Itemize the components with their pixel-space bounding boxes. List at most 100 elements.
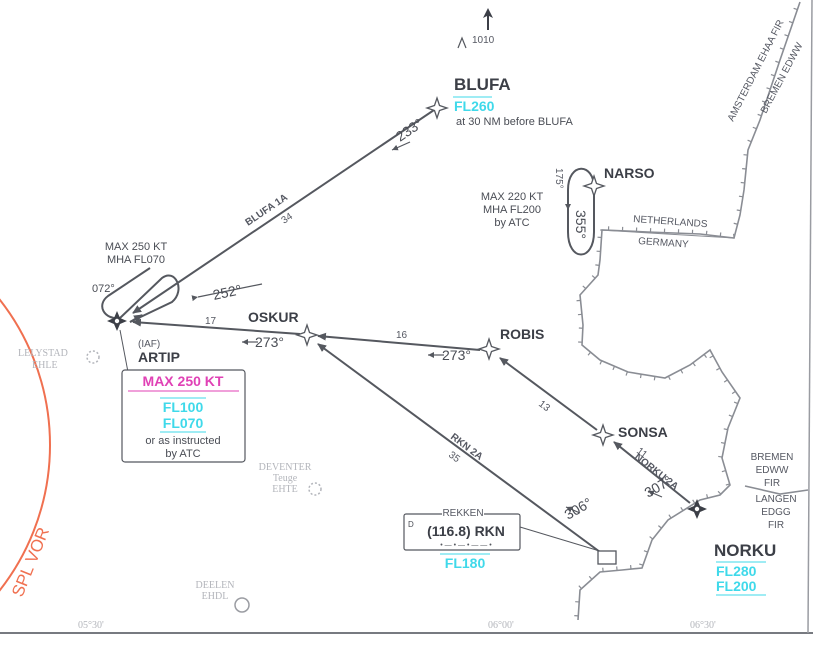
narso-holding: MAX 220 KT MHA FL200 by ATC 175° 355° — [481, 167, 595, 256]
route-oskur-course: 273° — [255, 334, 284, 350]
rekken-morse: • — • — • — — • — [440, 542, 492, 549]
norku-fix-icon — [687, 499, 707, 519]
fir-boundary-tick — [761, 100, 767, 103]
artip-holding: MAX 250 KT MHA FL070 072° 252° — [92, 241, 263, 323]
artip-leader-line — [119, 329, 129, 373]
airfield-lelystad: LELYSTAD EHLE — [18, 348, 100, 371]
blufa-note: at 30 NM before BLUFA — [456, 116, 573, 128]
blufa-fix-icon — [424, 95, 450, 121]
fir-boundary-tick — [731, 390, 736, 395]
route-oskur-artip — [132, 318, 301, 335]
norku-flight-level-min: FL200 — [716, 578, 757, 594]
robis-fix-icon — [476, 336, 502, 362]
fir-boundary-tick — [779, 47, 784, 50]
fir-boundary-tick — [706, 494, 709, 499]
artip-name: ARTIP — [138, 349, 180, 365]
deelen-name: DEELEN — [196, 580, 235, 591]
fir-langen-label-3: FIR — [768, 520, 784, 531]
artip-hold-outbound-course: 072° — [92, 283, 115, 295]
oskur-fix-icon — [294, 322, 320, 348]
artip-hold-max-speed: MAX 250 KT — [105, 241, 168, 253]
route-sonsa-robis — [499, 357, 598, 431]
fir-boundary-tick — [736, 209, 741, 212]
lelystad-airfield-icon — [86, 350, 100, 364]
fir-boundary-tick — [720, 441, 726, 444]
fir-langen-label-2: EDGG — [761, 507, 791, 518]
chart-right-border — [807, 0, 813, 634]
deelen-icao: EHDL — [202, 591, 229, 602]
narso-mha: MHA FL200 — [483, 204, 541, 216]
north-arrow-icon — [483, 8, 493, 30]
airfield-deventer: DEVENTER Teuge EHTE — [259, 462, 322, 496]
artip-hold-arrow — [129, 314, 143, 323]
rekken-frequency: (116.8) RKN — [427, 523, 505, 539]
blufa-flight-level: FL260 — [454, 98, 495, 114]
artip-flight-level-max: FL100 — [163, 399, 204, 415]
route-norku-2a — [613, 441, 691, 504]
rekken-navaid-group: REKKEN D (116.8) RKN • — • — • — — • FL1… — [403, 508, 521, 571]
artip-speed-limit: MAX 250 KT — [143, 373, 224, 389]
fir-boundary-tick — [718, 455, 723, 458]
germany-label: GERMANY — [638, 236, 690, 251]
narso-name: NARSO — [604, 165, 655, 181]
fir-boundary-tick — [692, 362, 696, 367]
fir-boundary-tick — [738, 195, 744, 198]
fir-boundary-tick — [680, 369, 684, 374]
fir-boundary-tick — [709, 355, 714, 359]
fir-boundary-tick — [723, 379, 728, 383]
deventer-field: Teuge — [273, 473, 298, 484]
norku-course-arrow — [647, 490, 663, 498]
fir-boundary-tick — [639, 563, 644, 566]
artip-note-2: by ATC — [165, 448, 200, 460]
obstacle-icon — [457, 36, 467, 49]
fir-boundary-tick — [716, 367, 721, 371]
fir-boundary-tick — [649, 536, 654, 540]
fir-boundary-tick — [793, 7, 798, 11]
fir-boundary-tick — [723, 428, 728, 431]
fir-boundary-tick — [775, 60, 780, 64]
norku-label-group: NORKU FL280 FL200 — [714, 541, 776, 596]
airfield-deelen: DEELEN EHDL — [196, 580, 250, 613]
rekken-title: REKKEN — [442, 508, 483, 519]
deventer-icao: EHTE — [272, 484, 298, 495]
route-rkn-2a — [317, 343, 601, 553]
robis-name: ROBIS — [500, 326, 544, 342]
norku-flight-level-max: FL280 — [716, 563, 757, 579]
fir-bremen-label-3: FIR — [764, 478, 780, 489]
fir-bremen-label-2: EDWW — [756, 465, 789, 476]
fir-boundary-tick — [692, 499, 696, 504]
fir-boundary-ticks — [574, 7, 798, 617]
artip-hold-inbound — [119, 274, 180, 323]
fir-boundary-tick — [599, 360, 603, 365]
fir-bremen-label-1: BREMEN — [751, 452, 794, 463]
longitude-tick-3: 06°30' — [690, 620, 716, 631]
artip-hold-inbound-course-line — [191, 283, 263, 302]
artip-fix-icon — [107, 311, 127, 331]
route-robis-distance: 16 — [396, 330, 408, 341]
narso-outbound-course: 175° — [553, 168, 564, 189]
route-blufa-1a — [132, 107, 438, 314]
fir-boundary-tick — [612, 365, 616, 371]
fir-boundary-tick — [733, 222, 738, 225]
fir-boundary-tick — [757, 113, 762, 117]
fir-boundary-tick — [667, 375, 671, 381]
lelystad-icao: EHLE — [32, 360, 58, 371]
oskur-name: OSKUR — [248, 309, 299, 325]
rekken-leader-line — [519, 526, 604, 553]
fir-boundary-tick — [766, 87, 771, 90]
fir-amsterdam-label: AMSTERDAM EHAA FIR — [726, 18, 787, 123]
narso-hold-racetrack — [567, 167, 595, 256]
route-rkn-distance: 35 — [446, 450, 462, 466]
fir-boundary-tick — [747, 139, 752, 143]
netherlands-label: NETHERLANDS — [633, 214, 708, 230]
fir-boundary-tick — [582, 285, 587, 290]
spl-vor-circle — [0, 298, 51, 592]
artip-note-1: or as instructed — [145, 435, 220, 447]
fir-boundary-tick — [595, 264, 600, 266]
fir-boundary-tick — [788, 20, 794, 24]
fir-boundary-line — [577, 1, 801, 621]
rekken-dme-marker: D — [408, 520, 414, 529]
spl-vor-range-ring: SPL VOR — [0, 298, 53, 599]
fir-boundary-tick — [733, 401, 739, 405]
narso-atc: by ATC — [494, 217, 529, 229]
